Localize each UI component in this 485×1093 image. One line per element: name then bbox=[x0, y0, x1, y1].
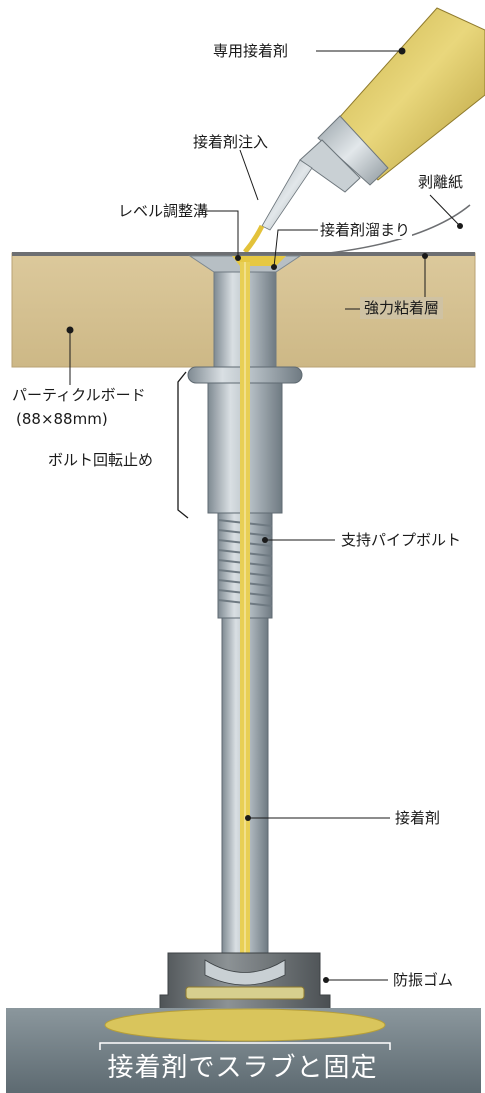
rotation-stop-bracket bbox=[177, 371, 189, 519]
label-release-paper: 剥離紙 bbox=[418, 173, 464, 191]
label-bolt-rotation-stop: ボルト回転止め bbox=[46, 451, 156, 469]
label-anti-vibration-rubber: 防振ゴム bbox=[391, 971, 456, 989]
slab-caption: 接着剤でスラブと固定 bbox=[107, 1053, 378, 1083]
label-adhesive-injection: 接着剤注入 bbox=[193, 133, 269, 151]
label-particle-board: パーティクルボード bbox=[10, 386, 148, 404]
leader-dots bbox=[66, 47, 463, 983]
label-adhesive-pool: 接着剤溜まり bbox=[318, 221, 413, 239]
adhesive-tube bbox=[243, 7, 485, 254]
label-particle-board-size: (88×88mm) bbox=[14, 410, 110, 428]
slab-adhesive bbox=[104, 1008, 386, 1042]
strong-adhesive-layer bbox=[12, 252, 475, 256]
anti-vibration-rubber bbox=[159, 952, 331, 1013]
label-dedicated-adhesive: 専用接着剤 bbox=[211, 42, 291, 60]
label-adhesive: 接着剤 bbox=[393, 809, 443, 827]
label-level-groove: レベル調整溝 bbox=[118, 202, 209, 220]
label-strong-adhesive-layer: 強力粘着層 bbox=[360, 297, 444, 319]
label-support-pipe-bolt: 支持パイプボルト bbox=[339, 531, 464, 549]
slab-bracket bbox=[99, 1042, 391, 1050]
